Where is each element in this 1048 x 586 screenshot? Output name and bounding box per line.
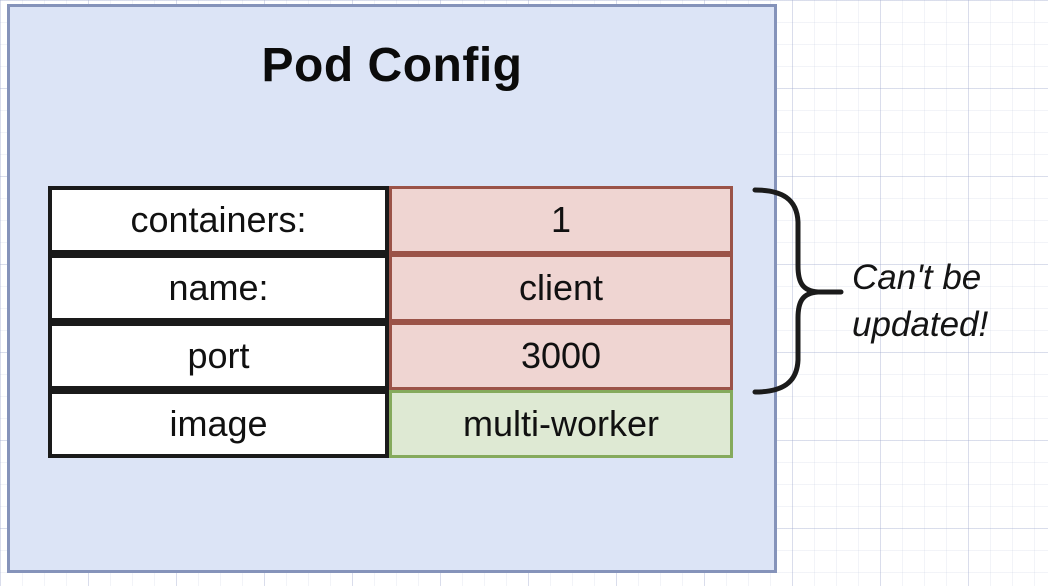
config-key-containers: containers: bbox=[48, 186, 389, 254]
table-row-name: name: client bbox=[48, 254, 733, 322]
config-key-port: port bbox=[48, 322, 389, 390]
table-row-containers: containers: 1 bbox=[48, 186, 733, 254]
config-value-port: 3000 bbox=[389, 322, 733, 390]
page-title: Pod Config bbox=[261, 39, 523, 92]
pod-config-table: containers: 1 name: client port 3000 ima… bbox=[48, 186, 733, 458]
config-value-name: client bbox=[389, 254, 733, 322]
config-key-image: image bbox=[48, 390, 389, 458]
config-value-image: multi-worker bbox=[389, 390, 733, 458]
annotation-line-2: updated! bbox=[852, 305, 989, 344]
table-row-image: image multi-worker bbox=[48, 390, 733, 458]
table-row-port: port 3000 bbox=[48, 322, 733, 390]
config-key-name: name: bbox=[48, 254, 389, 322]
annotation-cant-be-updated: Can't be updated! bbox=[852, 254, 988, 348]
annotation-line-1: Can't be bbox=[852, 258, 982, 297]
config-value-containers: 1 bbox=[389, 186, 733, 254]
